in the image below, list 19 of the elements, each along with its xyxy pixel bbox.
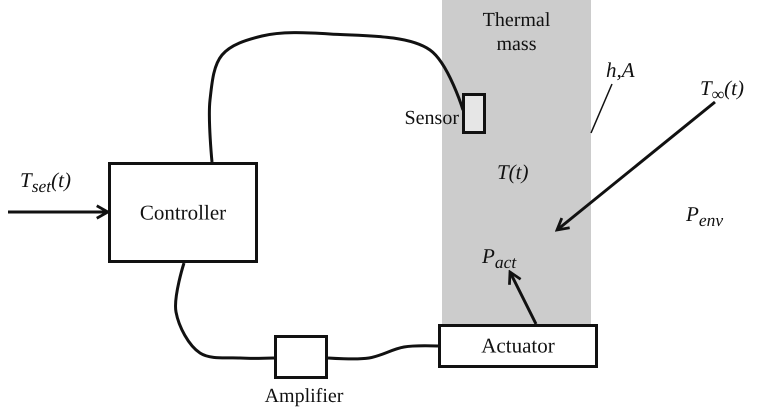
box-label: Actuator — [480, 334, 556, 358]
connector-line — [174, 262, 274, 360]
math-label: P$_{act}$ — [482, 244, 516, 274]
leader-line — [590, 84, 613, 134]
arrow — [556, 100, 716, 232]
math-label: P$_{env}$ — [686, 202, 724, 232]
component-label: Sensor — [404, 108, 459, 128]
arrow — [508, 270, 538, 325]
math-label: h,A — [606, 58, 635, 83]
region-title: Thermal mass — [482, 8, 552, 56]
component-label: Amplifier — [264, 386, 344, 406]
process-box — [438, 324, 598, 368]
box-label: Controller — [138, 200, 228, 225]
connector-line — [328, 344, 438, 360]
math-label: T(t) — [497, 160, 528, 185]
connector-line — [208, 31, 464, 162]
process-box — [108, 162, 258, 263]
math-label: T$_{∞}$(t) — [700, 76, 744, 106]
arrow — [8, 204, 110, 220]
